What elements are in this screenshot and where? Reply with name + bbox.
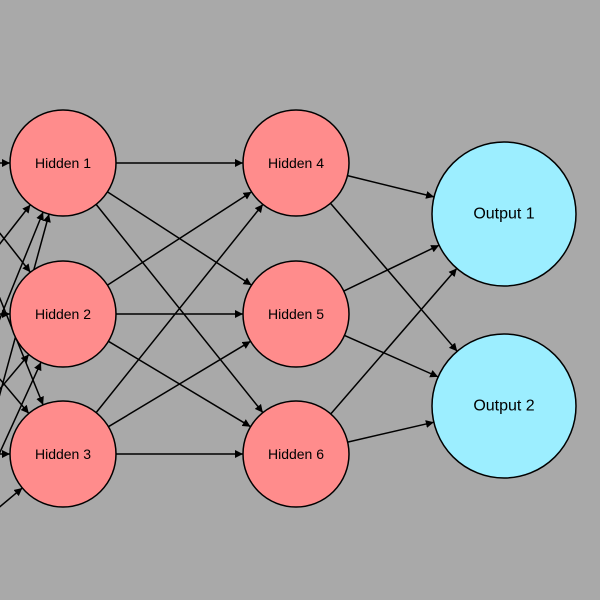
- node-circle: [9, 400, 117, 508]
- node-label: Output 1: [473, 206, 534, 223]
- edge-input-6-to-hidden-1: [0, 211, 44, 321]
- node-label: Hidden 4: [268, 155, 324, 171]
- edge-input-5-to-hidden-3: [0, 378, 30, 414]
- node-output-2: Output 2: [431, 333, 577, 479]
- node-output-1: Output 1: [431, 141, 577, 287]
- edge-hidden-6-to-output-1: [330, 267, 458, 415]
- node-label: Hidden 3: [35, 446, 91, 462]
- edge-input-10-to-hidden-2: [0, 361, 42, 455]
- node-hidden-1: Hidden 1: [9, 109, 117, 217]
- node-label: Hidden 6: [268, 446, 324, 462]
- node-hidden-4: Hidden 4: [242, 109, 350, 217]
- edge-hidden-4-to-output-1: [347, 174, 435, 199]
- edge-input-2-to-hidden-3: [0, 296, 44, 406]
- node-circle: [242, 109, 350, 217]
- node-label: Hidden 5: [268, 306, 324, 322]
- node-hidden-3: Hidden 3: [9, 400, 117, 508]
- node-label: Output 2: [473, 398, 534, 415]
- node-circle: [431, 141, 577, 287]
- node-label: Hidden 1: [35, 155, 91, 171]
- node-circle: [242, 400, 350, 508]
- edge-input-11-to-hidden-3: [0, 487, 23, 508]
- node-hidden-2: Hidden 2: [9, 260, 117, 368]
- edge-hidden-6-to-output-2: [347, 420, 435, 443]
- node-circle: [9, 109, 117, 217]
- edge-layer: [0, 159, 458, 508]
- node-hidden-6: Hidden 6: [242, 400, 350, 508]
- edge-hidden-4-to-output-2: [329, 202, 458, 352]
- node-layer: Hidden 1 Hidden 2 Hidden 3 Hidden 4 Hidden 5…: [9, 109, 577, 508]
- edge-hidden-5-to-output-2: [344, 334, 439, 378]
- edge-input-3-to-hidden-1: [0, 204, 31, 245]
- edge-hidden-3-to-hidden-4: [95, 203, 264, 414]
- edge-hidden-3-to-hidden-5: [108, 340, 251, 428]
- edge-hidden-2-to-hidden-4: [107, 191, 252, 286]
- edge-input-7-to-hidden-2: [0, 354, 30, 390]
- edge-input-9-to-hidden-1: [0, 213, 51, 397]
- node-hidden-5: Hidden 5: [242, 260, 350, 368]
- node-circle: [9, 260, 117, 368]
- node-circle: [431, 333, 577, 479]
- edge-input-1-to-hidden-2: [0, 232, 31, 273]
- node-label: Hidden 2: [35, 306, 91, 322]
- node-circle: [242, 260, 350, 368]
- edge-hidden-5-to-output-1: [343, 244, 440, 292]
